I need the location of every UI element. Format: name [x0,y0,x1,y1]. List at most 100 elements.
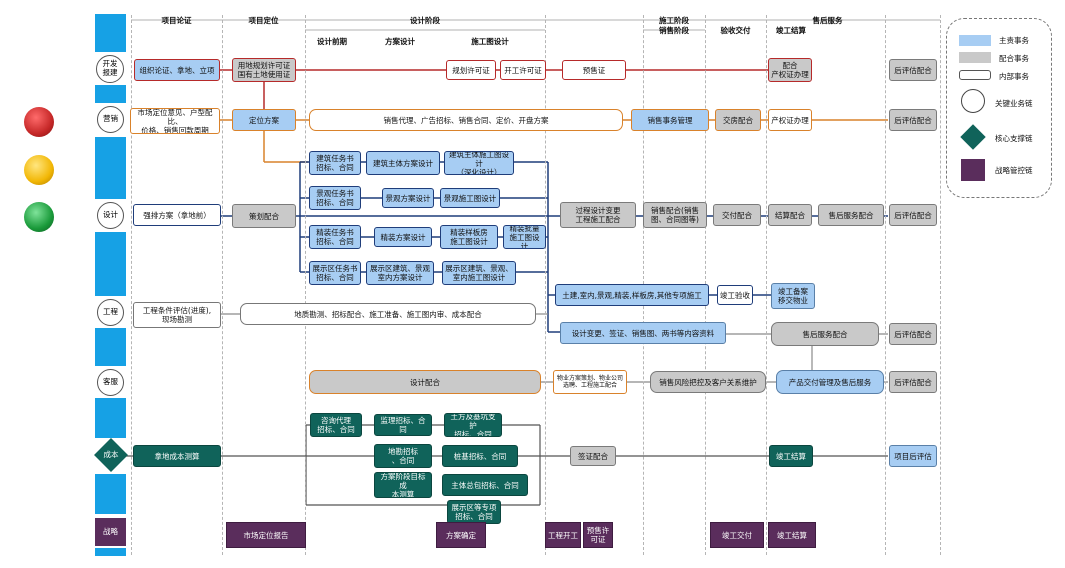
phase-header: 售后服务 [812,16,843,25]
box-jungong-jiaofu: 竣工交付 [710,522,764,548]
box-guihua: 规划许可证 [446,60,496,80]
box-shichang-dingwei-baogao: 市场定位报告 [226,522,306,548]
box-houpinggu-5: 后评估配合 [889,371,937,393]
legend-assist-swatch [959,52,991,63]
side-bar-segment [95,328,126,366]
box-xiaoshou-shiwu: 销售事务管理 [631,109,709,131]
box-jungong-jiesuan: 竣工结算 [769,445,813,467]
phase-header: 验收交付 [720,26,751,35]
role-sheji-circle: 设计 [97,202,124,229]
phase-subheader: 方案设计 [385,37,415,46]
box-jungong-jiesuan-2: 竣工结算 [768,522,816,548]
box-jz2-yangbanfang: 精装样板房 施工图设计 [440,225,498,249]
box-gongcheng-kaigong: 工程开工 [545,522,581,548]
phase-header: 设计阶段 [410,16,440,25]
phase-header: 项目定位 [248,16,279,25]
box-chanquan-banli: 产权证办理 [768,109,812,131]
box-yushou: 预售证 [562,60,626,80]
box-qiangpai-fangan: 强排方案（拿地前） [133,204,221,226]
box-chanquan-peihe: 配合 产权证办理 [768,58,812,82]
box-tujian-shigong: 土建,室内,景观,精装,样板房,其他专项施工 [555,284,709,306]
box-jianli-zhaobiao: 监理招标、合同 [374,414,432,436]
box-zs-shigongtu: 展示区建筑、景观、 室内施工图设计 [442,261,516,285]
side-bar-segment [95,232,126,296]
legend-key-chain-circle-icon [961,89,985,113]
box-zixun-daili: 咨询代理 招标、合同 [310,413,362,437]
phase-header: 竣工结算 [776,26,806,35]
role-yingxiao-circle: 营销 [97,106,124,133]
column-separator [885,15,886,555]
column-separator [131,15,132,555]
legend-internal-swatch [959,70,991,80]
box-kancha-zhaobiao: 地勘招标 、合同 [374,444,432,468]
box-jungong-yanshou: 竣工验收 [717,285,753,305]
column-separator [305,15,306,555]
box-chanpin-jiaofu: 产品交付管理及售后服务 [776,370,884,394]
box-zuzhi: 组织论证、拿地、立项 [134,59,220,81]
side-bar-segment [95,137,126,199]
box-houpinggu-2: 后评估配合 [889,109,937,131]
column-separator [222,15,223,555]
box-houpinggu-3: 后评估配合 [889,204,937,226]
side-bar-segment [95,398,126,438]
red-light-icon [24,107,54,137]
role-gongcheng-circle: 工程 [97,299,124,326]
phase-header: 施工阶段 [659,16,689,25]
box-jg-fangan: 景观方案设计 [382,188,434,208]
legend-key-chain-label: 关键业务链 [995,99,1033,108]
box-jz-renwushu: 建筑任务书 招标、合同 [309,151,361,175]
role-chengben-label: 成本 [103,449,119,459]
legend: 主责事务 配合事务 内部事务 关键业务链 核心支撑链 战略管控链 [946,18,1052,198]
box-qianzheng-peihe: 签证配合 [570,446,616,466]
phase-subheader: 施工图设计 [471,37,509,46]
box-houpinggu-1: 后评估配合 [889,59,937,81]
role-kaifa-circle: 开发 报建 [96,55,124,83]
box-xiaoshou-daili: 销售代理、广告招标、销售合同、定价、开盘方案 [309,109,623,131]
box-zs-fangan: 展示区建筑、景观 室内方案设计 [366,261,434,285]
box-xiangmu-houpinggu: 项目后评估 [889,445,937,467]
phase-subheader: 销售阶段 [659,26,689,35]
box-cehua-peihe: 策划配合 [232,204,296,228]
box-jg-shigongtu: 景观施工图设计 [440,188,500,208]
box-zhuti-zongbao: 主体总包招标、合同 [442,474,528,496]
box-zs-renwushu: 展示区任务书 招标、合同 [309,261,361,285]
phase-header: 项目论证 [161,16,192,25]
yellow-light-icon [24,155,54,185]
box-sheji-peihe: 设计配合 [309,370,541,394]
box-dizhi-kance: 地质勘测、招标配合、施工准备、施工图内审、成本配合 [240,303,536,325]
box-xiaoshou-peihe: 销售配合(销售 图、合同图等) [643,202,707,228]
side-bar-segment [95,14,126,52]
box-jz2-renwushu: 精装任务书 招标、合同 [309,225,361,249]
side-bar-segment [95,474,126,514]
column-separator [545,15,546,555]
box-jz-fangan: 建筑主体方案设计 [366,151,440,175]
box-fangan-queding: 方案确定 [436,522,486,548]
column-separator [766,15,767,555]
column-separator [940,15,941,555]
box-shouhou-fuwu-peihe: 售后服务配合 [818,204,884,226]
legend-core-chain-diamond-icon [960,124,986,150]
role-zhanlue-square: 战略 [95,518,126,546]
box-jz2-fangan: 精装方案设计 [374,227,432,247]
side-bar-segment [95,85,126,103]
box-houpinggu-4: 后评估配合 [889,323,937,345]
box-nadi-chengben: 拿地成本测算 [133,445,221,467]
box-wuye-fangan: 物业方案策划、物业公司 选聘、工程施工配合 [553,370,627,394]
legend-assist-label: 配合事务 [999,54,1029,63]
legend-core-chain-label: 核心支撑链 [995,134,1033,143]
box-zhanshiqu-zhuanxiang: 展示区等专项 招标、合同 [447,500,501,524]
side-bar-segment [95,548,126,556]
box-jg-renwushu: 景观任务书 招标、合同 [309,186,361,210]
box-yushou-xuke: 预售许 可证 [583,522,613,548]
box-dingwei-fangan: 定位方案 [232,109,296,131]
role-kefu-circle: 客服 [97,369,124,396]
box-jungong-beian: 竣工备案 移交物业 [771,283,815,309]
box-guocheng-biangeng: 过程设计变更 工程施工配合 [560,202,636,228]
box-fangan-jieduan: 方案阶段目标成 本测算 [374,472,432,498]
phase-subheader: 设计前期 [317,37,347,46]
box-shouhou-fuwu-peihe-2: 售后服务配合 [771,322,879,346]
box-gongcheng-pinggu: 工程条件评估(进度), 现场勘测 [133,302,221,328]
legend-main-swatch [959,35,991,46]
